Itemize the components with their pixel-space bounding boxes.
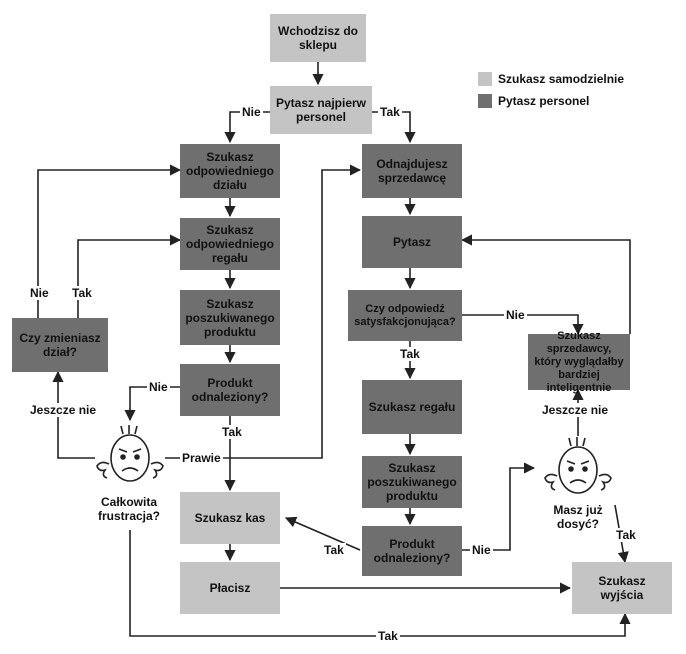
label-ask-tak: Tak: [378, 105, 402, 119]
label-found-left-nie: Nie: [147, 380, 170, 394]
label-change-tak: Tak: [70, 286, 94, 300]
node-change-department: Czy zmieniasz dział?: [12, 318, 108, 372]
edge-change-nie: [37, 164, 182, 318]
legend-staff-swatch: [478, 94, 492, 108]
had-enough-caption: Masz już dosyć?: [553, 503, 603, 531]
frustration-caption: Całkowita frustracja?: [97, 495, 161, 523]
frustrated-face-icon: [96, 425, 164, 482]
node-find-salesperson: Odnajdujesz sprzedawcę: [362, 144, 462, 198]
node-found-right: Produkt odnaleziony?: [362, 526, 462, 576]
node-pay: Płacisz: [180, 562, 280, 614]
edge-found-right-tak: [284, 516, 361, 551]
edge-face-jeszcze: [52, 370, 95, 459]
node-ask: Pytasz: [362, 216, 462, 268]
legend-staff: Pytasz personel: [478, 94, 589, 108]
legend-self-label: Szukasz samodzielnie: [498, 72, 625, 86]
node-find-shelf-left: Szukasz odpowiedniego regału: [180, 218, 280, 270]
edge-found-right-nie: [462, 462, 536, 551]
node-find-checkout: Szukasz kas: [180, 492, 280, 544]
label-satisfying-tak: Tak: [398, 347, 422, 361]
label-prawie: Prawie: [180, 451, 223, 465]
legend-self-swatch: [478, 72, 492, 86]
edge-satisfying-nie: [462, 314, 584, 336]
node-ask-staff-first: Pytasz najpierw personel: [270, 86, 372, 134]
edge-prawie: [165, 164, 362, 459]
node-satisfying: Czy odpowiedź satysfakcjonująca?: [348, 290, 462, 341]
node-find-product-left: Szukasz poszukiwanego produktu: [180, 290, 280, 345]
node-found-left: Produkt odnaleziony?: [180, 364, 280, 416]
label-enough-tak: Tak: [614, 528, 638, 542]
label-found-left-tak: Tak: [220, 425, 244, 439]
node-find-exit: Szukasz wyjścia: [572, 562, 672, 614]
node-find-shelf-right: Szukasz regału: [362, 380, 462, 434]
label-found-right-tak: Tak: [322, 543, 346, 557]
node-find-department: Szukasz odpowiedniego działu: [180, 144, 280, 198]
label-ask-nie: Nie: [240, 105, 263, 119]
label-frustration-tak: Tak: [376, 629, 400, 643]
label-jeszcze-nie-right: Jeszcze nie: [540, 403, 611, 417]
legend-self: Szukasz samodzielnie: [478, 72, 624, 86]
node-enter: Wchodzisz do sklepu: [270, 14, 366, 62]
frustrated-face-right-icon: [544, 437, 612, 494]
legend-staff-label: Pytasz personel: [498, 94, 590, 108]
label-jeszcze-nie-left: Jeszcze nie: [28, 403, 99, 417]
edge-smarter-ask: [460, 234, 631, 334]
label-found-right-nie: Nie: [470, 543, 493, 557]
node-smarter-salesperson: Szukasz sprzedawcy, który wyglądałby bar…: [528, 330, 630, 394]
node-find-product-right: Szukasz poszukiwanego produktu: [362, 456, 462, 508]
edge-change-tak: [77, 234, 182, 318]
label-satisfying-nie: Nie: [504, 308, 527, 322]
label-change-nie: Nie: [28, 286, 51, 300]
